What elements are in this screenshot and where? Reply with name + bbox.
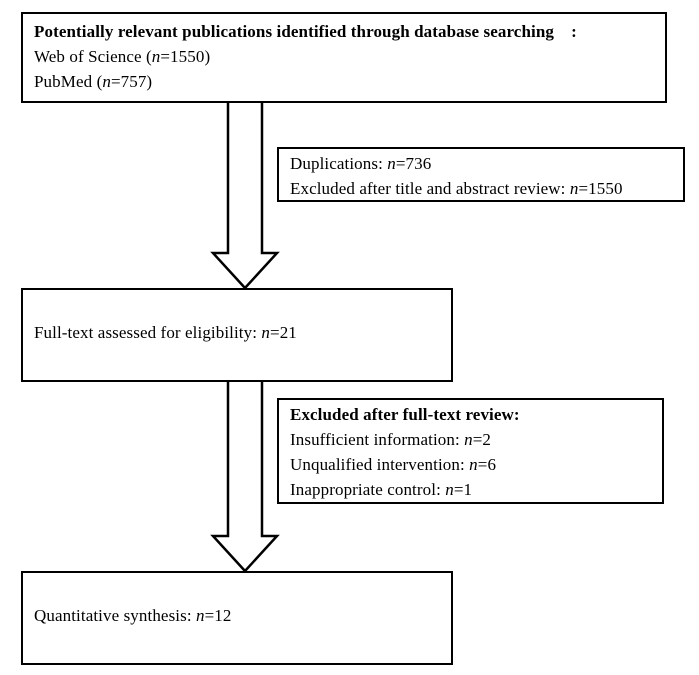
excluded-fulltext-row-0-value: =2: [472, 430, 492, 449]
records-identified-row-0-label: Web of Science (: [34, 47, 152, 66]
excluded-screening-row-0-n: n: [387, 154, 396, 173]
box-excluded-screening-content: Duplications: n=736 Excluded after title…: [290, 151, 675, 201]
excluded-screening-row-0: Duplications: n=736: [290, 151, 675, 176]
quantitative-synthesis-n: n: [196, 606, 205, 625]
fulltext-assessed-n: n: [261, 323, 271, 342]
box-records-identified: Potentially relevant publications identi…: [21, 12, 667, 103]
excluded-screening-row-0-value: =736: [395, 154, 432, 173]
excluded-fulltext-row-1: Unqualified intervention: n=6: [290, 452, 654, 477]
records-identified-row-0-value: =1550): [160, 47, 211, 66]
excluded-fulltext-row-0-n: n: [464, 430, 473, 449]
quantitative-synthesis-value: =12: [204, 606, 232, 625]
fulltext-assessed-row: Full-text assessed for eligibility: n=21: [34, 320, 443, 345]
excluded-screening-row-1: Excluded after title and abstract review…: [290, 176, 675, 201]
records-identified-row-1-value: =757): [110, 72, 153, 91]
records-identified-row-1: PubMed (n=757): [34, 69, 657, 94]
excluded-screening-row-1-label: Excluded after title and abstract review…: [290, 179, 570, 198]
records-identified-heading: Potentially relevant publications identi…: [34, 22, 577, 41]
fulltext-assessed-value: =21: [270, 323, 297, 342]
excluded-screening-row-1-n: n: [569, 179, 579, 198]
box-fulltext-assessed: Full-text assessed for eligibility: n=21: [21, 288, 453, 382]
arrow-fulltext-to-synthesis-icon: [210, 379, 280, 573]
excluded-screening-row-1-value: =1550: [578, 179, 623, 198]
excluded-fulltext-row-1-value: =6: [477, 455, 497, 474]
box-records-identified-content: Potentially relevant publications identi…: [34, 19, 657, 94]
box-fulltext-assessed-content: Full-text assessed for eligibility: n=21: [34, 320, 443, 345]
excluded-fulltext-row-2: Inappropriate control: n=1: [290, 477, 654, 502]
box-excluded-fulltext-content: Excluded after full-text review: Insuffi…: [290, 402, 654, 502]
box-quantitative-synthesis-content: Quantitative synthesis: n=12: [34, 603, 443, 628]
records-identified-row-0-n: n: [151, 47, 161, 66]
excluded-fulltext-row-2-value: =1: [453, 480, 473, 499]
arrow-identified-to-fulltext-icon: [210, 99, 280, 290]
excluded-fulltext-row-0-label: Insufficient information:: [290, 430, 465, 449]
fulltext-assessed-heading: Full-text assessed for eligibility:: [34, 323, 262, 342]
records-identified-row-1-label: PubMed (: [34, 72, 103, 91]
quantitative-synthesis-row: Quantitative synthesis: n=12: [34, 603, 443, 628]
excluded-screening-row-0-label: Duplications:: [290, 154, 388, 173]
excluded-fulltext-row-1-n: n: [469, 455, 478, 474]
records-identified-row-0: Web of Science (n=1550): [34, 44, 657, 69]
box-excluded-fulltext: Excluded after full-text review: Insuffi…: [277, 398, 664, 504]
records-identified-row-1-n: n: [102, 72, 111, 91]
excluded-fulltext-row-0: Insufficient information: n=2: [290, 427, 654, 452]
excluded-fulltext-row-2-n: n: [445, 480, 454, 499]
excluded-fulltext-row-1-label: Unqualified intervention:: [290, 455, 470, 474]
excluded-fulltext-row-2-label: Inappropriate control:: [290, 480, 446, 499]
box-quantitative-synthesis: Quantitative synthesis: n=12: [21, 571, 453, 665]
excluded-fulltext-heading: Excluded after full-text review:: [290, 405, 520, 424]
quantitative-synthesis-heading: Quantitative synthesis:: [34, 606, 196, 625]
box-excluded-screening: Duplications: n=736 Excluded after title…: [277, 147, 685, 202]
